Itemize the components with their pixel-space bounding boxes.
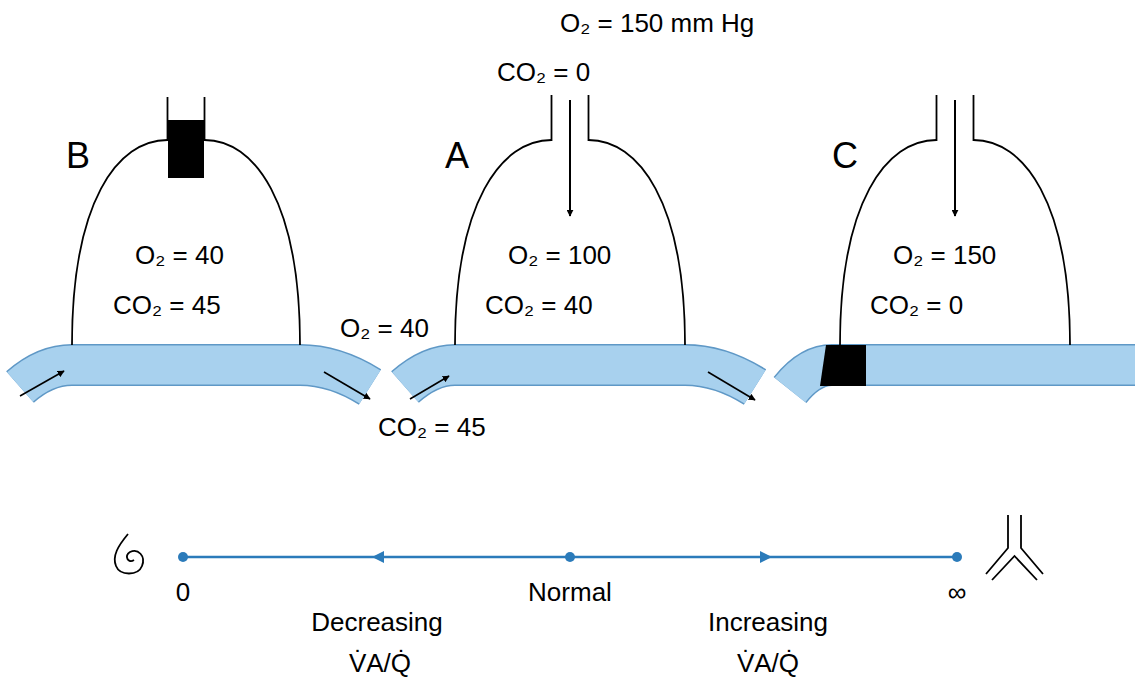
inspired-o2-label: O₂ = 150 mm Hg xyxy=(560,8,754,38)
axis-arrowhead xyxy=(372,551,384,563)
axis-tick-label: 0 xyxy=(176,577,190,607)
axis-direction-label: Increasing xyxy=(708,607,828,637)
airway-wall xyxy=(936,95,938,141)
capillaries xyxy=(20,345,1135,390)
airway-wall xyxy=(588,95,590,141)
alveolus-wall xyxy=(455,140,685,345)
va-q-axis xyxy=(178,551,962,563)
airway-wall xyxy=(973,95,975,141)
alveolus-b: BO₂ = 40CO₂ = 45 xyxy=(72,140,300,345)
capillary xyxy=(405,365,755,387)
drop-icon xyxy=(115,534,143,574)
inspired-co2-label: CO₂ = 0 xyxy=(497,57,590,87)
axis-arrowhead xyxy=(760,551,772,563)
alveolus-letter: B xyxy=(66,136,90,176)
capillary-block xyxy=(820,345,866,386)
capillary-edge xyxy=(405,365,755,387)
axis-dot xyxy=(178,552,188,562)
venous-o2-label: O₂ = 40 xyxy=(340,313,429,343)
axis-dot xyxy=(952,552,962,562)
axis-dot xyxy=(565,552,575,562)
alveolus-letter: C xyxy=(832,136,858,176)
axis-tick-label: Normal xyxy=(528,577,612,607)
alveolar-o2-value: O₂ = 40 xyxy=(135,240,224,270)
airflow-arrows xyxy=(570,100,955,216)
alveolus-a: AO₂ = 100CO₂ = 40 xyxy=(455,140,685,345)
airflow-arrow xyxy=(954,100,956,216)
venous-co2-label: CO₂ = 45 xyxy=(378,412,486,442)
alveolus-wall xyxy=(840,140,1070,345)
flow-arrow xyxy=(324,372,370,399)
alveolus-wall xyxy=(72,140,300,345)
capillary xyxy=(20,365,370,387)
alveolus-c: CO₂ = 150CO₂ = 0 xyxy=(840,140,1070,345)
airway-wall xyxy=(551,95,553,141)
axis-tick-label: ∞ xyxy=(948,577,967,607)
alveolus-letter: A xyxy=(445,136,469,176)
flow-arrow xyxy=(708,372,755,400)
flow-arrows xyxy=(20,371,755,400)
airway-block xyxy=(168,120,204,178)
axis-direction-label: Decreasing xyxy=(311,607,443,637)
ratio-label: V̇A/Q̇ xyxy=(737,648,799,678)
airflow-arrow xyxy=(569,100,571,216)
alveolar-co2-value: CO₂ = 0 xyxy=(870,290,963,320)
airway-icon-line xyxy=(992,556,1037,580)
alveolar-o2-value: O₂ = 150 xyxy=(893,240,996,270)
capillary-edge xyxy=(20,365,370,387)
flow-arrow xyxy=(20,371,64,396)
flow-arrow xyxy=(410,376,449,399)
ratio-label: V̇A/Q̇ xyxy=(349,648,411,678)
alveolar-co2-value: CO₂ = 40 xyxy=(485,290,593,320)
alveolar-o2-value: O₂ = 100 xyxy=(508,240,611,270)
airway-icon xyxy=(986,515,1043,580)
alveolar-co2-value: CO₂ = 45 xyxy=(113,290,221,320)
